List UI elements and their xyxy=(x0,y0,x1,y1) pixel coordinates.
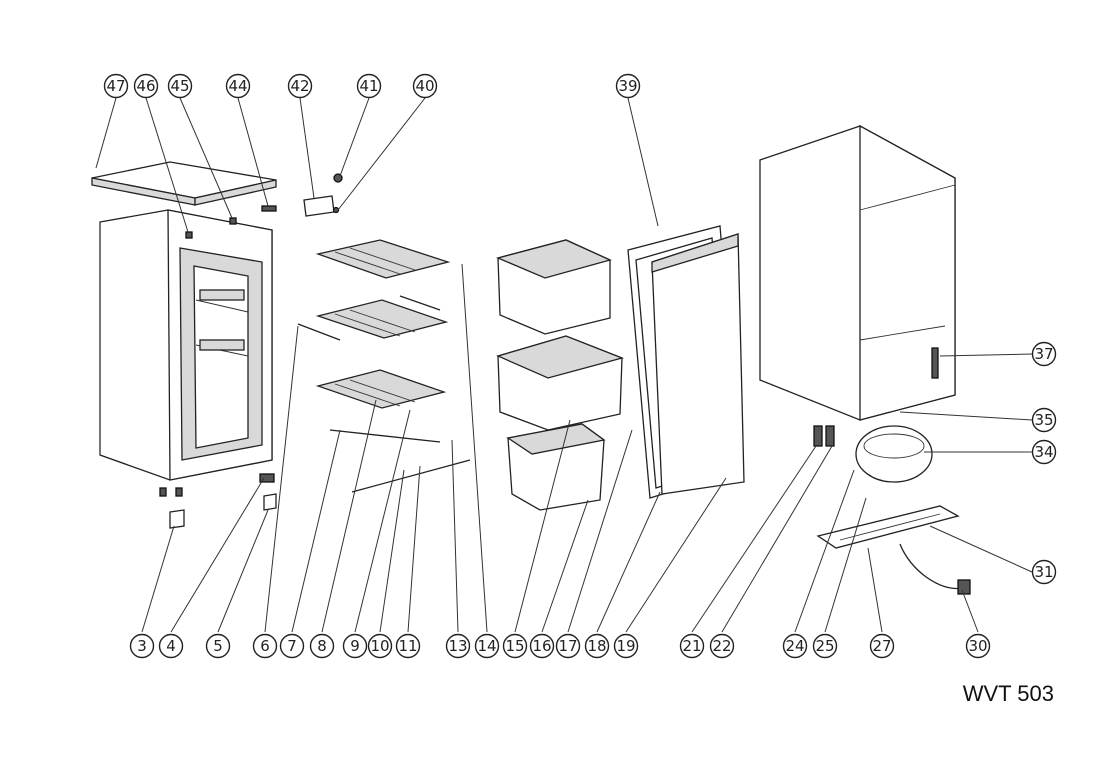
svg-text:39: 39 xyxy=(618,77,637,95)
svg-text:35: 35 xyxy=(1034,411,1053,429)
svg-text:42: 42 xyxy=(290,77,309,95)
callout-24: 24 xyxy=(782,633,808,659)
callout-18: 18 xyxy=(584,633,610,659)
svg-text:7: 7 xyxy=(287,637,297,655)
svg-text:19: 19 xyxy=(616,637,635,655)
callout-11: 11 xyxy=(395,633,421,659)
callout-25: 25 xyxy=(812,633,838,659)
feet xyxy=(159,473,277,529)
callout-6: 6 xyxy=(252,633,278,659)
svg-text:6: 6 xyxy=(260,637,270,655)
callout-7: 7 xyxy=(279,633,305,659)
callout-22: 22 xyxy=(709,633,735,659)
callout-8: 8 xyxy=(309,633,335,659)
svg-text:30: 30 xyxy=(968,637,987,655)
callout-35: 35 xyxy=(1031,407,1057,433)
cabinet xyxy=(99,209,273,481)
svg-text:5: 5 xyxy=(213,637,223,655)
callout-42: 42 xyxy=(287,73,313,99)
model-label: WVT 503 xyxy=(962,681,1054,706)
callout-44: 44 xyxy=(225,73,251,99)
callout-4: 4 xyxy=(158,633,184,659)
rear-cabinet xyxy=(759,124,956,421)
callout-15: 15 xyxy=(502,633,528,659)
wire-shelves xyxy=(297,239,471,493)
svg-text:46: 46 xyxy=(136,77,155,95)
callout-30: 30 xyxy=(965,633,991,659)
svg-text:4: 4 xyxy=(166,637,176,655)
svg-text:14: 14 xyxy=(477,637,496,655)
callout-41: 41 xyxy=(356,73,382,99)
thermostat-box xyxy=(303,173,343,217)
svg-text:17: 17 xyxy=(558,637,577,655)
callout-17: 17 xyxy=(555,633,581,659)
svg-text:24: 24 xyxy=(785,637,804,655)
callout-27: 27 xyxy=(869,633,895,659)
svg-text:37: 37 xyxy=(1034,345,1053,363)
svg-text:45: 45 xyxy=(170,77,189,95)
callout-16: 16 xyxy=(529,633,555,659)
callout-31: 31 xyxy=(1031,559,1057,585)
svg-text:13: 13 xyxy=(448,637,467,655)
svg-text:44: 44 xyxy=(228,77,247,95)
callout-40: 40 xyxy=(412,73,438,99)
callout-46: 46 xyxy=(133,73,159,99)
hinge-parts xyxy=(185,205,277,239)
svg-text:21: 21 xyxy=(682,637,701,655)
callout-9: 9 xyxy=(342,633,368,659)
callout-47: 47 xyxy=(103,73,129,99)
svg-text:25: 25 xyxy=(815,637,834,655)
callout-10: 10 xyxy=(367,633,393,659)
callout-14: 14 xyxy=(474,633,500,659)
compressor-assembly xyxy=(813,425,971,595)
callout-3: 3 xyxy=(129,633,155,659)
callout-37: 37 xyxy=(1031,341,1057,367)
callout-21: 21 xyxy=(679,633,705,659)
callout-39: 39 xyxy=(615,73,641,99)
callout-13: 13 xyxy=(445,633,471,659)
leader-lines xyxy=(95,97,1033,633)
svg-text:27: 27 xyxy=(872,637,891,655)
svg-text:10: 10 xyxy=(370,637,389,655)
door-assembly xyxy=(627,225,745,499)
svg-text:18: 18 xyxy=(587,637,606,655)
svg-text:41: 41 xyxy=(359,77,378,95)
svg-text:31: 31 xyxy=(1034,563,1053,581)
svg-text:11: 11 xyxy=(398,637,417,655)
svg-text:40: 40 xyxy=(415,77,434,95)
svg-text:34: 34 xyxy=(1034,443,1053,461)
crisper-drawers xyxy=(496,239,625,511)
svg-text:3: 3 xyxy=(137,637,147,655)
svg-text:47: 47 xyxy=(106,77,125,95)
svg-text:22: 22 xyxy=(712,637,731,655)
callout-45: 45 xyxy=(167,73,193,99)
top-cover xyxy=(91,161,277,206)
svg-text:15: 15 xyxy=(505,637,524,655)
svg-text:9: 9 xyxy=(350,637,360,655)
svg-text:8: 8 xyxy=(317,637,327,655)
callout-5: 5 xyxy=(205,633,231,659)
svg-text:16: 16 xyxy=(532,637,551,655)
callout-19: 19 xyxy=(613,633,639,659)
callout-34: 34 xyxy=(1031,439,1057,465)
